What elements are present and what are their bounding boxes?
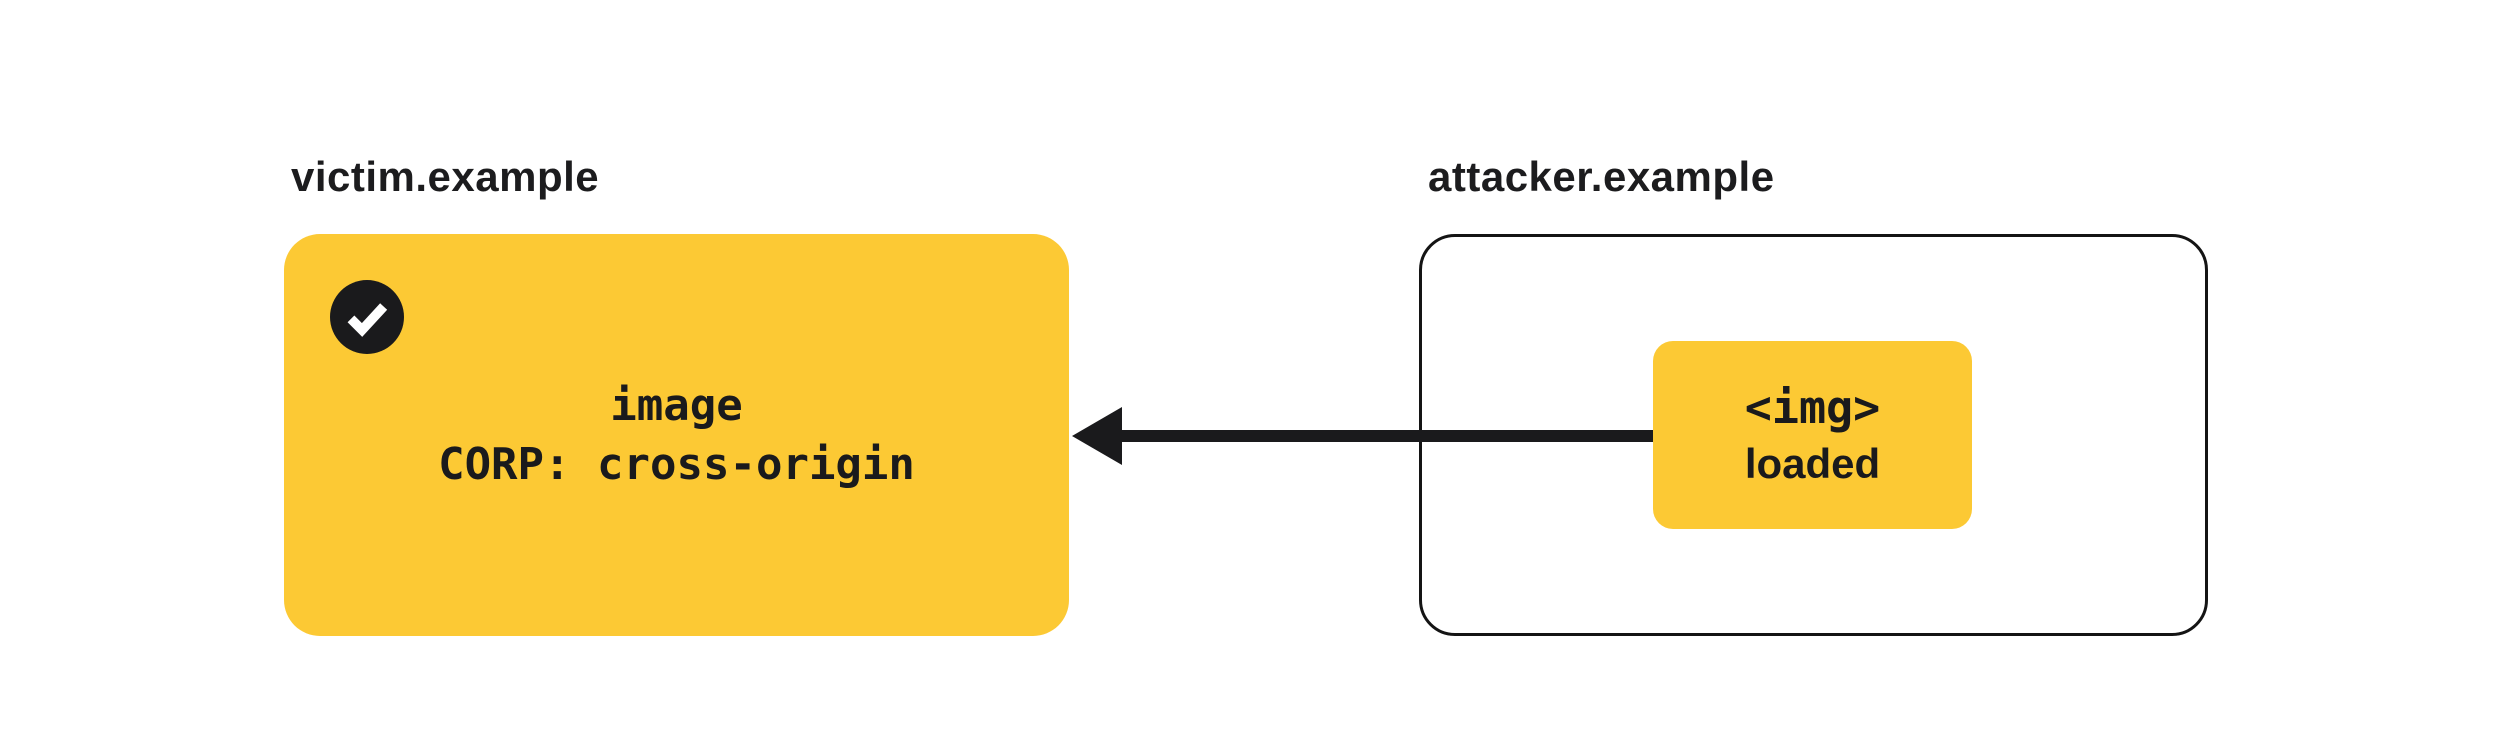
- img-request-box: <img> loaded: [1653, 341, 1972, 529]
- img-loaded-text: loaded: [1744, 440, 1881, 487]
- request-arrow-shaft: [1118, 430, 1655, 442]
- victim-origin-label: victim.example: [291, 153, 600, 200]
- victim-resource-box: image CORP: cross-origin: [284, 234, 1069, 636]
- victim-corp-header: CORP: cross-origin: [438, 439, 915, 490]
- img-tag-text: <img>: [1744, 381, 1881, 434]
- check-icon: [330, 280, 404, 354]
- request-arrow-head-icon: [1072, 407, 1122, 465]
- attacker-origin-label: attacker.example: [1428, 153, 1775, 200]
- victim-resource-type: image: [610, 380, 743, 431]
